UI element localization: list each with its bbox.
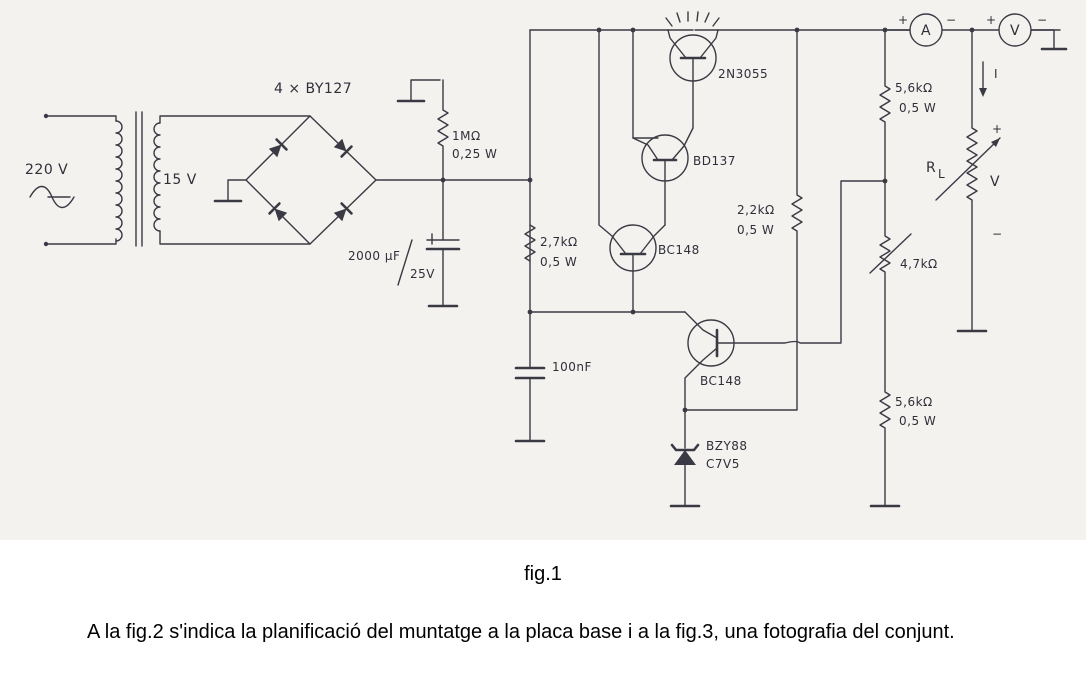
heatsink-icon xyxy=(665,11,720,27)
capacitor-100nf: 100nF xyxy=(514,309,686,443)
primary-winding xyxy=(115,120,123,242)
r-1m-power: 0,25 W xyxy=(452,147,497,161)
body-paragraph: A la fig.2 s'indica la planificació del … xyxy=(87,621,955,643)
diode-1 xyxy=(268,138,288,158)
transistor-bc148-lower: BC148 xyxy=(684,180,886,411)
transistor-bc148-upper: BC148 xyxy=(598,29,700,313)
r-5k6-bottom-power: 0,5 W xyxy=(899,414,936,428)
load-minus: − xyxy=(992,227,1003,241)
load-subscript: L xyxy=(938,167,945,181)
t-bc148-lower-label: BC148 xyxy=(700,374,742,388)
r-5k6-top-power: 0,5 W xyxy=(899,101,936,115)
secondary-winding xyxy=(153,122,161,232)
r-5k6-bottom-value: 5,6kΩ xyxy=(895,395,933,409)
figure-caption: fig.1 xyxy=(524,563,562,585)
r-1m-value: 1MΩ xyxy=(452,129,481,143)
pot-4k7-label: 4,7kΩ xyxy=(900,257,938,271)
zener-diode: BZY88 C7V5 xyxy=(669,409,748,508)
ammeter-minus: − xyxy=(946,13,957,27)
load-plus: + xyxy=(992,122,1003,136)
r-2k2-power: 0,5 W xyxy=(737,223,774,237)
capacitor-2000uf: 2000 µF 25V xyxy=(348,179,461,308)
transistor-2n3055: 2N3055 xyxy=(665,11,768,129)
mains-input: 220 V xyxy=(25,113,117,247)
schematic-paper xyxy=(0,0,1086,540)
voltmeter-minus: − xyxy=(1037,13,1048,27)
feedback-divider: 5,6kΩ 0,5 W 4,7kΩ 5,6kΩ 0,5 W xyxy=(869,29,938,508)
rheostat-arrow xyxy=(935,137,1001,201)
bridge-label: 4 × BY127 xyxy=(274,81,352,97)
resistor-1m: 1MΩ 0,25 W xyxy=(396,79,497,183)
transistor-bd137: BD137 xyxy=(632,29,736,226)
voltmeter: V + − xyxy=(986,13,1068,51)
ammeter-plus: + xyxy=(898,13,909,27)
diode-4 xyxy=(333,202,353,222)
load-voltage: V xyxy=(990,174,1000,190)
t-bd137-label: BD137 xyxy=(693,154,736,168)
mains-voltage-label: 220 V xyxy=(25,162,68,178)
ammeter-symbol: A xyxy=(921,23,931,39)
r-2k7-power: 0,5 W xyxy=(540,255,577,269)
voltmeter-symbol: V xyxy=(1010,23,1020,39)
voltmeter-plus: + xyxy=(986,13,997,27)
diode-3 xyxy=(268,202,288,222)
resistor-2k2: 2,2kΩ 0,5 W xyxy=(682,29,803,413)
circuit-schematic: 220 V 15 V xyxy=(25,11,1068,508)
pot-adjust-arrow xyxy=(869,233,912,274)
diode-2 xyxy=(333,138,353,158)
current-label: I xyxy=(994,67,998,81)
ammeter: A + − xyxy=(884,13,957,47)
bridge-rectifier: 4 × BY127 xyxy=(213,81,531,245)
transformer: 15 V xyxy=(115,111,311,247)
t-bc148-upper-label: BC148 xyxy=(658,243,700,257)
r-5k6-top-value: 5,6kΩ xyxy=(895,81,933,95)
secondary-voltage-label: 15 V xyxy=(163,172,197,188)
t-2n3055-label: 2N3055 xyxy=(718,67,768,81)
r-2k2-value: 2,2kΩ xyxy=(737,203,775,217)
resistor-2k7: 2,7kΩ 0,5 W xyxy=(524,224,578,269)
load-name: R xyxy=(926,160,936,176)
load-resistor: I R L + V − xyxy=(926,29,1003,333)
cap-2000-voltage: 25V xyxy=(410,267,435,281)
r-2k7-value: 2,7kΩ xyxy=(540,235,578,249)
cap-2000-value: 2000 µF xyxy=(348,249,400,263)
cap-100n-value: 100nF xyxy=(552,360,592,374)
zener-part-label: BZY88 xyxy=(706,439,748,453)
zener-code-label: C7V5 xyxy=(706,457,740,471)
